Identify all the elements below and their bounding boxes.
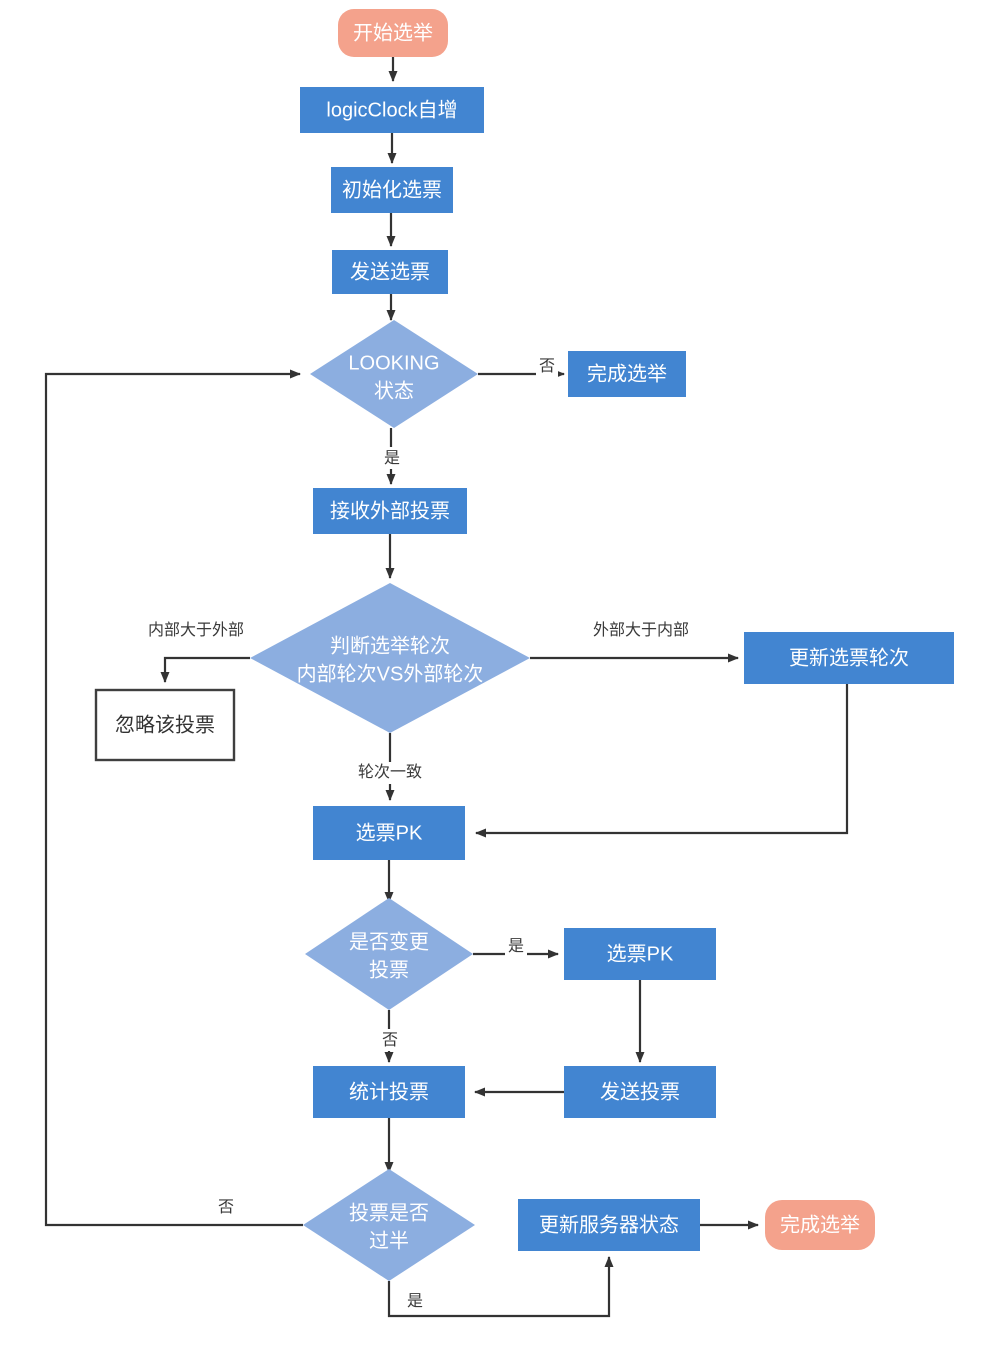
nodes-layer: 开始选举 logicClock自增 初始化选票 发送选票 LOOKING (94, 9, 954, 1281)
node-count-vote[interactable]: 统计投票 (313, 1066, 465, 1118)
node-finish-election-top[interactable]: 完成选举 (568, 351, 686, 397)
node-change-vote-decision[interactable]: 是否变更 投票 (305, 898, 473, 1010)
node-vote-pk-second[interactable]: 选票PK (564, 928, 716, 980)
node-send-vote-second[interactable]: 发送投票 (564, 1066, 716, 1118)
node-majority-decision[interactable]: 投票是否 过半 (303, 1169, 475, 1281)
edge-judge-round-to-ignore-vote: 内部大于外部 (148, 621, 250, 683)
edge-majority-to-looking: 否 (44, 369, 303, 1227)
edge-label-majority-yes: 是 (407, 1293, 423, 1310)
edge-looking-to-finish-top: 否 (478, 358, 565, 385)
edge-looking-to-recv-external: 是 (381, 428, 403, 485)
edge-label-internal-greater: 内部大于外部 (148, 621, 244, 639)
node-update-server-state[interactable]: 更新服务器状态 (518, 1199, 700, 1251)
edge-update-round-to-vote-pk-1 (475, 684, 849, 838)
node-ignore-vote[interactable]: 忽略该投票 (94, 688, 236, 762)
node-init-vote[interactable]: 初始化选票 (331, 167, 453, 213)
edge-judge-round-to-update-round: 外部大于内部 (530, 621, 739, 663)
edge-majority-to-update-server: 是 (387, 1256, 614, 1318)
edge-judge-round-to-vote-pk-1: 轮次一致 (341, 733, 439, 801)
node-start-election[interactable]: 开始选举 (338, 9, 448, 57)
node-update-vote-round[interactable]: 更新选票轮次 (744, 632, 954, 684)
node-send-vote[interactable]: 发送选票 (332, 250, 448, 294)
node-looking-state[interactable]: LOOKING 状态 (310, 320, 478, 428)
node-judge-election-round[interactable]: 判断选举轮次 内部轮次VS外部轮次 (250, 583, 530, 733)
node-receive-external-vote[interactable]: 接收外部投票 (313, 488, 467, 534)
node-finish-election-bottom[interactable]: 完成选举 (765, 1200, 875, 1250)
edge-change-vote-to-count-vote: 否 (379, 1010, 401, 1063)
edge-label-external-greater: 外部大于内部 (593, 621, 689, 639)
node-logic-clock-increment[interactable]: logicClock自增 (300, 87, 484, 133)
edge-change-vote-to-vote-pk-2: 是 (473, 938, 559, 965)
node-vote-pk-first[interactable]: 选票PK (313, 806, 465, 860)
